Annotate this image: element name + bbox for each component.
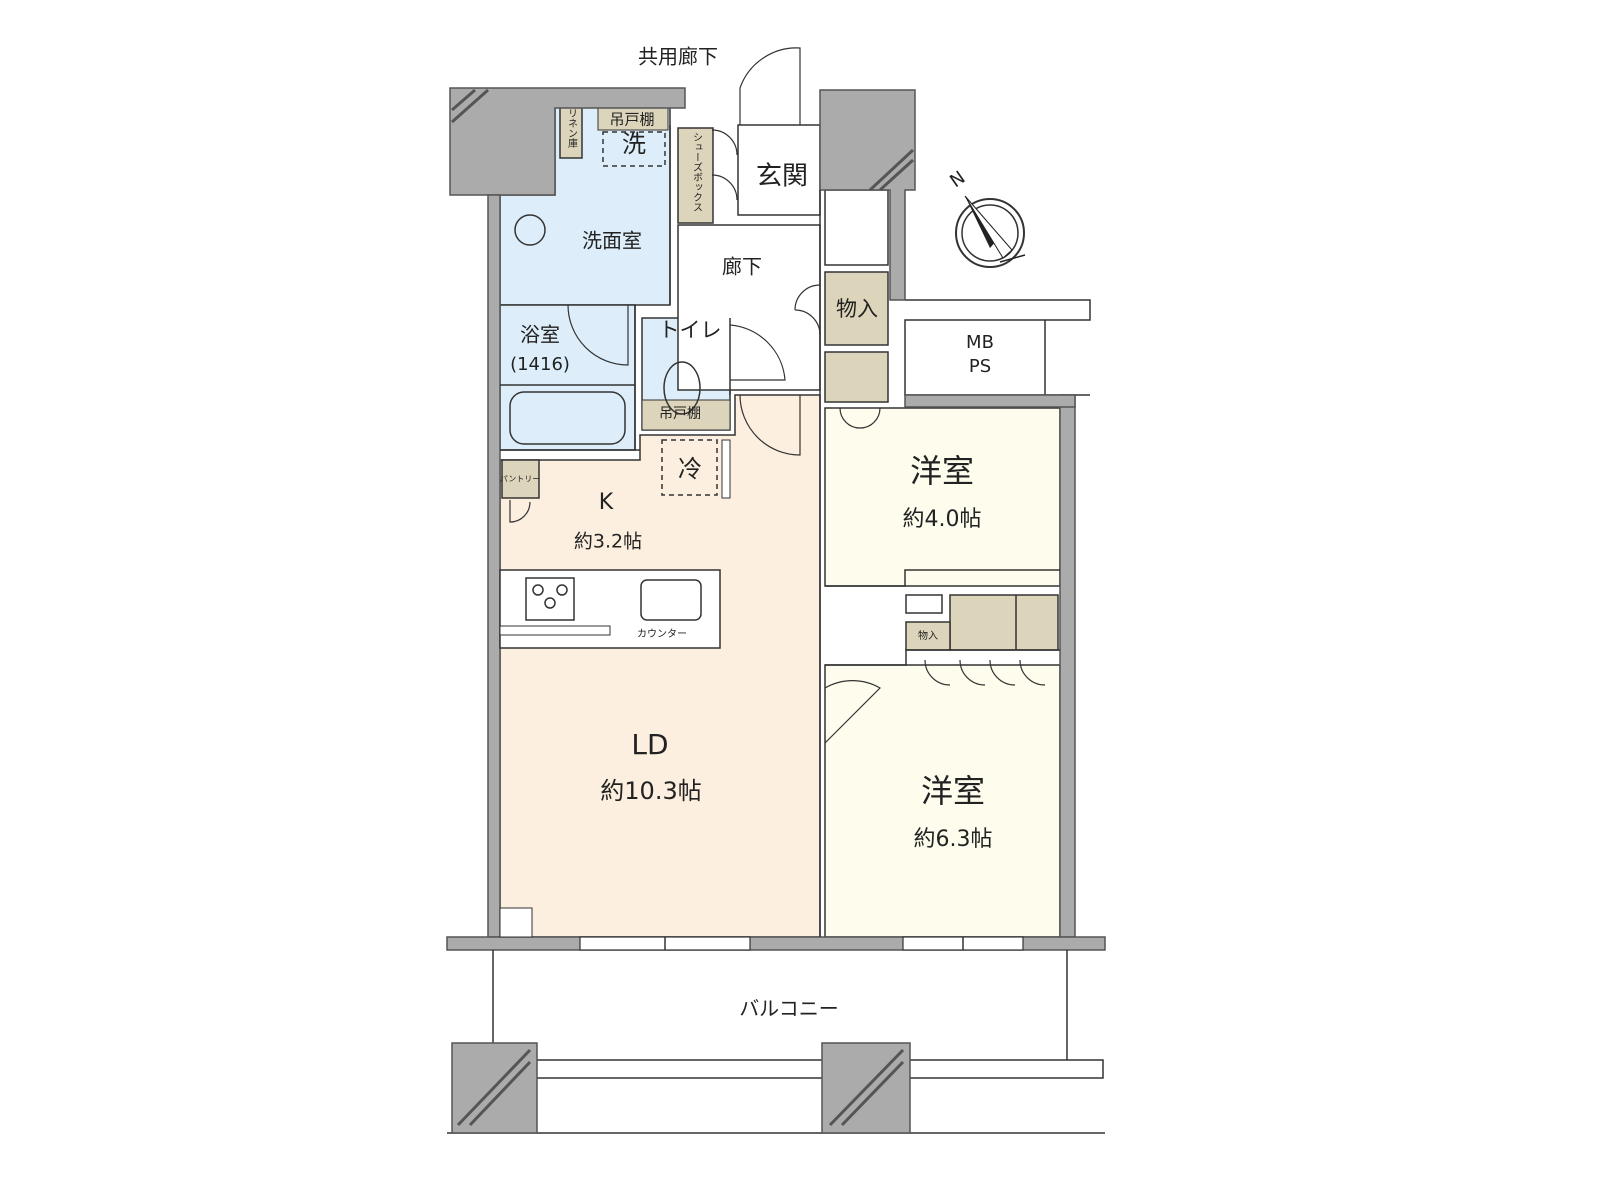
label-shoe-box: シューズボックス — [691, 132, 703, 212]
label-kitchen: K — [599, 490, 614, 515]
fridge-space — [661, 439, 718, 496]
stove-icon — [525, 577, 575, 621]
washbasin — [514, 214, 546, 246]
wall-top-right — [819, 89, 916, 301]
label-north: N — [946, 167, 969, 192]
room-6jo-floor — [824, 664, 1061, 938]
label-room2-size: 約6.3帖 — [914, 827, 993, 852]
wall-right-top — [904, 394, 1076, 408]
wall-left — [487, 194, 501, 938]
label-bath-size: (1416) — [510, 354, 570, 375]
label-linen: リネン庫 — [566, 108, 578, 149]
label-fridge: 冷 — [678, 455, 702, 483]
label-upper-cabinet: 吊戸棚 — [609, 111, 654, 129]
toilet-bowl — [663, 361, 701, 415]
sink-icon — [640, 579, 702, 621]
wall-top-left — [449, 87, 686, 196]
hallway-floor — [677, 224, 821, 391]
closet-room2 — [949, 594, 1059, 651]
north-compass-icon — [955, 195, 1026, 268]
label-ld-size: 約10.3帖 — [600, 777, 701, 805]
label-pantry: パントリー — [500, 475, 540, 484]
ldk-floor — [499, 394, 821, 938]
closet-upper-right — [824, 189, 889, 266]
bathtub — [509, 391, 626, 445]
label-storage: 物入 — [836, 297, 878, 321]
upper-cabinet-toilet — [641, 399, 731, 431]
label-kitchen-size: 約3.2帖 — [574, 531, 642, 553]
washer-space — [602, 131, 666, 167]
label-washroom: 洗面室 — [582, 229, 642, 253]
label-ld: LD — [631, 728, 668, 761]
balcony-outline — [447, 950, 1105, 1134]
label-toilet-cabinet: 吊戸棚 — [659, 406, 701, 422]
label-small-storage: 物入 — [918, 629, 938, 642]
pantry — [501, 459, 540, 499]
label-mb: MB — [966, 332, 994, 353]
entrance-floor — [737, 124, 821, 216]
label-hallway: 廊下 — [722, 255, 762, 279]
label-entrance: 玄関 — [756, 162, 808, 192]
label-bath: 浴室 — [520, 323, 560, 347]
room-4jo-floor — [824, 407, 1061, 587]
wall-right — [1059, 394, 1076, 938]
label-room2: 洋室 — [921, 772, 985, 810]
label-ps: PS — [969, 356, 991, 377]
storage-hall-2 — [824, 351, 889, 403]
label-common-corridor: 共用廊下 — [638, 45, 718, 69]
label-balcony: バルコニー — [739, 997, 839, 1021]
label-room1: 洋室 — [910, 452, 974, 490]
storage-hall — [824, 271, 889, 346]
mb-ps — [904, 319, 1046, 396]
label-washer: 洗 — [622, 130, 646, 158]
label-counter: カウンター — [637, 628, 687, 640]
label-toilet: トイレ — [659, 318, 722, 342]
label-room1-size: 約4.0帖 — [903, 507, 982, 532]
